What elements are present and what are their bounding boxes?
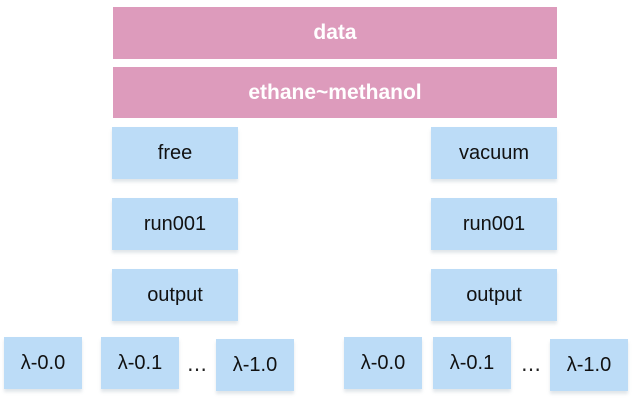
- free-node: free: [112, 127, 238, 179]
- free-lambda-1-0-label: λ-1.0: [232, 353, 278, 376]
- free-run001-node: run001: [112, 198, 238, 250]
- ethane-methanol-node: ethane~methanol: [113, 67, 557, 118]
- ethane-methanol-label: ethane~methanol: [248, 80, 422, 104]
- vacuum-lambda-0-1-node: λ-0.1: [433, 337, 511, 389]
- vacuum-run001-node: run001: [431, 198, 557, 250]
- free-lambda-1-0-node: λ-1.0: [216, 339, 294, 391]
- vacuum-ellipsis: …: [521, 352, 541, 376]
- data-label: data: [313, 21, 357, 44]
- free-lambda-0-1-label: λ-0.1: [117, 351, 163, 374]
- vacuum-lambda-0-0-node: λ-0.0: [344, 337, 422, 389]
- free-lambda-0-0-label: λ-0.0: [20, 351, 66, 374]
- vacuum-lambda-0-0-label: λ-0.0: [360, 351, 406, 374]
- free-ellipsis: …: [187, 352, 207, 376]
- vacuum-lambda-0-1-label: λ-0.1: [449, 351, 495, 374]
- vacuum-lambda-1-0-node: λ-1.0: [550, 339, 628, 391]
- vacuum-node: vacuum: [431, 127, 557, 179]
- vacuum-label: vacuum: [458, 141, 530, 164]
- free-lambda-0-1-node: λ-0.1: [101, 337, 179, 389]
- vacuum-lambda-1-0-label: λ-1.0: [566, 353, 612, 376]
- data-node: data: [113, 7, 557, 59]
- vacuum-output-node: output: [431, 269, 557, 321]
- free-label: free: [157, 141, 193, 164]
- free-output-label: output: [147, 283, 203, 306]
- vacuum-output-label: output: [466, 283, 522, 306]
- free-run001-label: run001: [143, 212, 207, 235]
- free-lambda-0-0-node: λ-0.0: [4, 337, 82, 389]
- vacuum-run001-label: run001: [462, 212, 526, 235]
- free-output-node: output: [112, 269, 238, 321]
